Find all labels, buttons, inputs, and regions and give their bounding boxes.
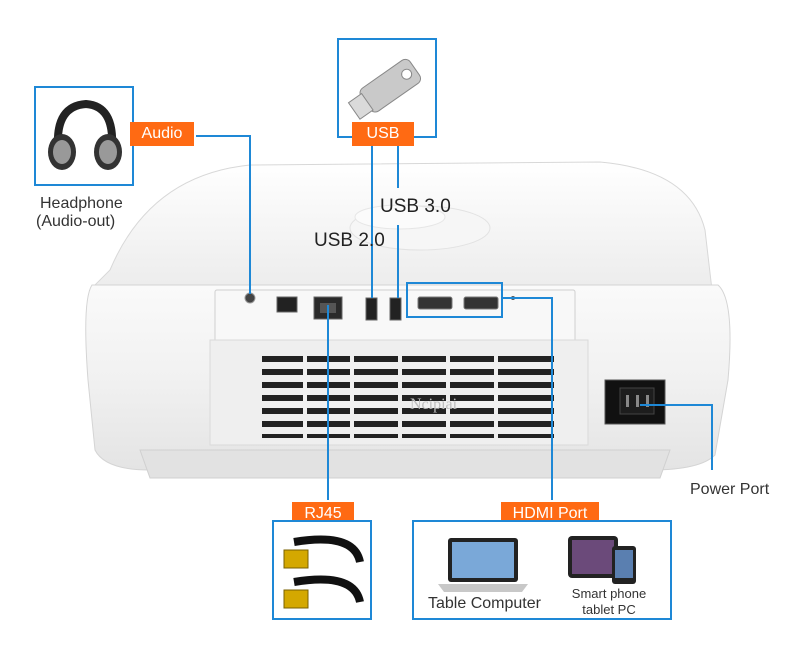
usb-tag: USB [352,122,414,146]
headphone-caption-1: Headphone [40,195,123,212]
rj45-box [272,520,372,620]
hdmi-port-1 [417,296,453,310]
usb3-label: USB 3.0 [380,196,451,217]
usb-box [337,38,437,138]
smartphone-icon [612,546,636,584]
audio-tag: Audio [130,122,194,146]
watermark: Ncipiai [410,396,458,413]
laptop-icon [438,538,528,592]
ethernet-cable-icon [283,535,364,609]
laptop-caption: Table Computer [428,595,541,612]
phone-caption-2: tablet PC [582,602,636,617]
power-label: Power Port [690,481,770,498]
headphone-icon [48,99,122,170]
headphone-caption-2: (Audio-out) [36,213,116,230]
phone-caption-1: Smart phone [571,586,647,601]
usb-drive-icon [347,58,422,120]
tablet-icon [568,536,618,578]
hdmi-port-2 [463,296,499,310]
optical-port [276,296,298,313]
usb2-label: USB 2.0 [314,230,385,251]
callout-lines [196,135,713,500]
usb3-port [389,297,402,321]
hdmi-box: Table Computer Smart phone tablet PC [412,520,672,620]
audio-jack [244,292,256,304]
usb2-port [365,297,378,321]
vent-grille [262,356,554,438]
headphone-box [34,86,134,186]
